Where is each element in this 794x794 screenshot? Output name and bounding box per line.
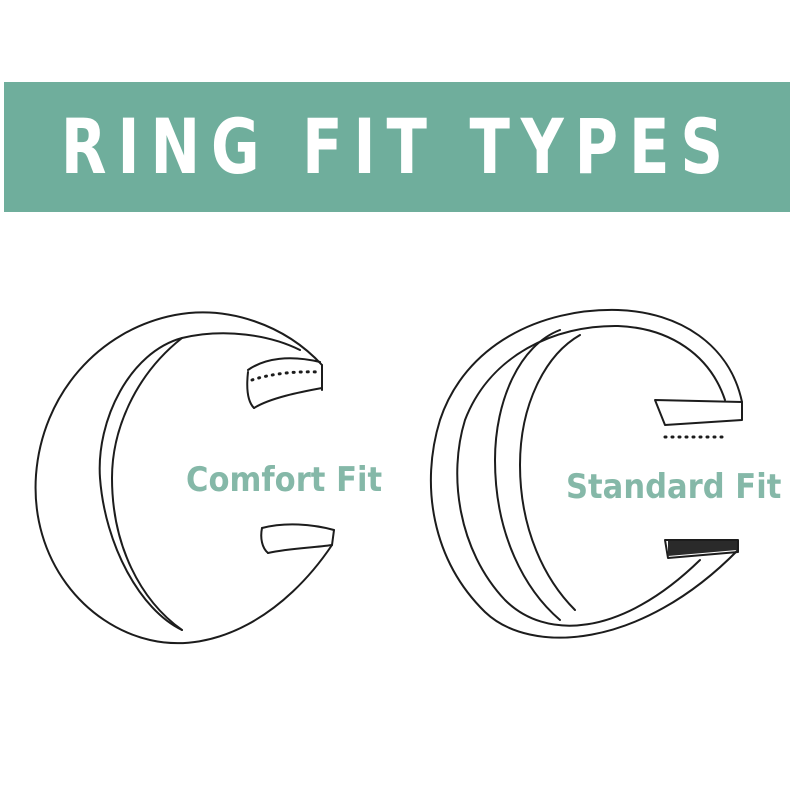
standard-fit-cross-section (668, 541, 737, 556)
comfort-fit-label: Comfort Fit (186, 460, 383, 500)
page-title: RING FIT TYPES (60, 102, 734, 191)
standard-fit-label: Standard Fit (566, 467, 782, 507)
comfort-fit-ring-icon (34, 311, 335, 645)
standard-fit-ring-icon (429, 308, 743, 639)
comfort-fit-dotted-edge (250, 370, 320, 382)
title-banner: RING FIT TYPES (4, 82, 790, 212)
